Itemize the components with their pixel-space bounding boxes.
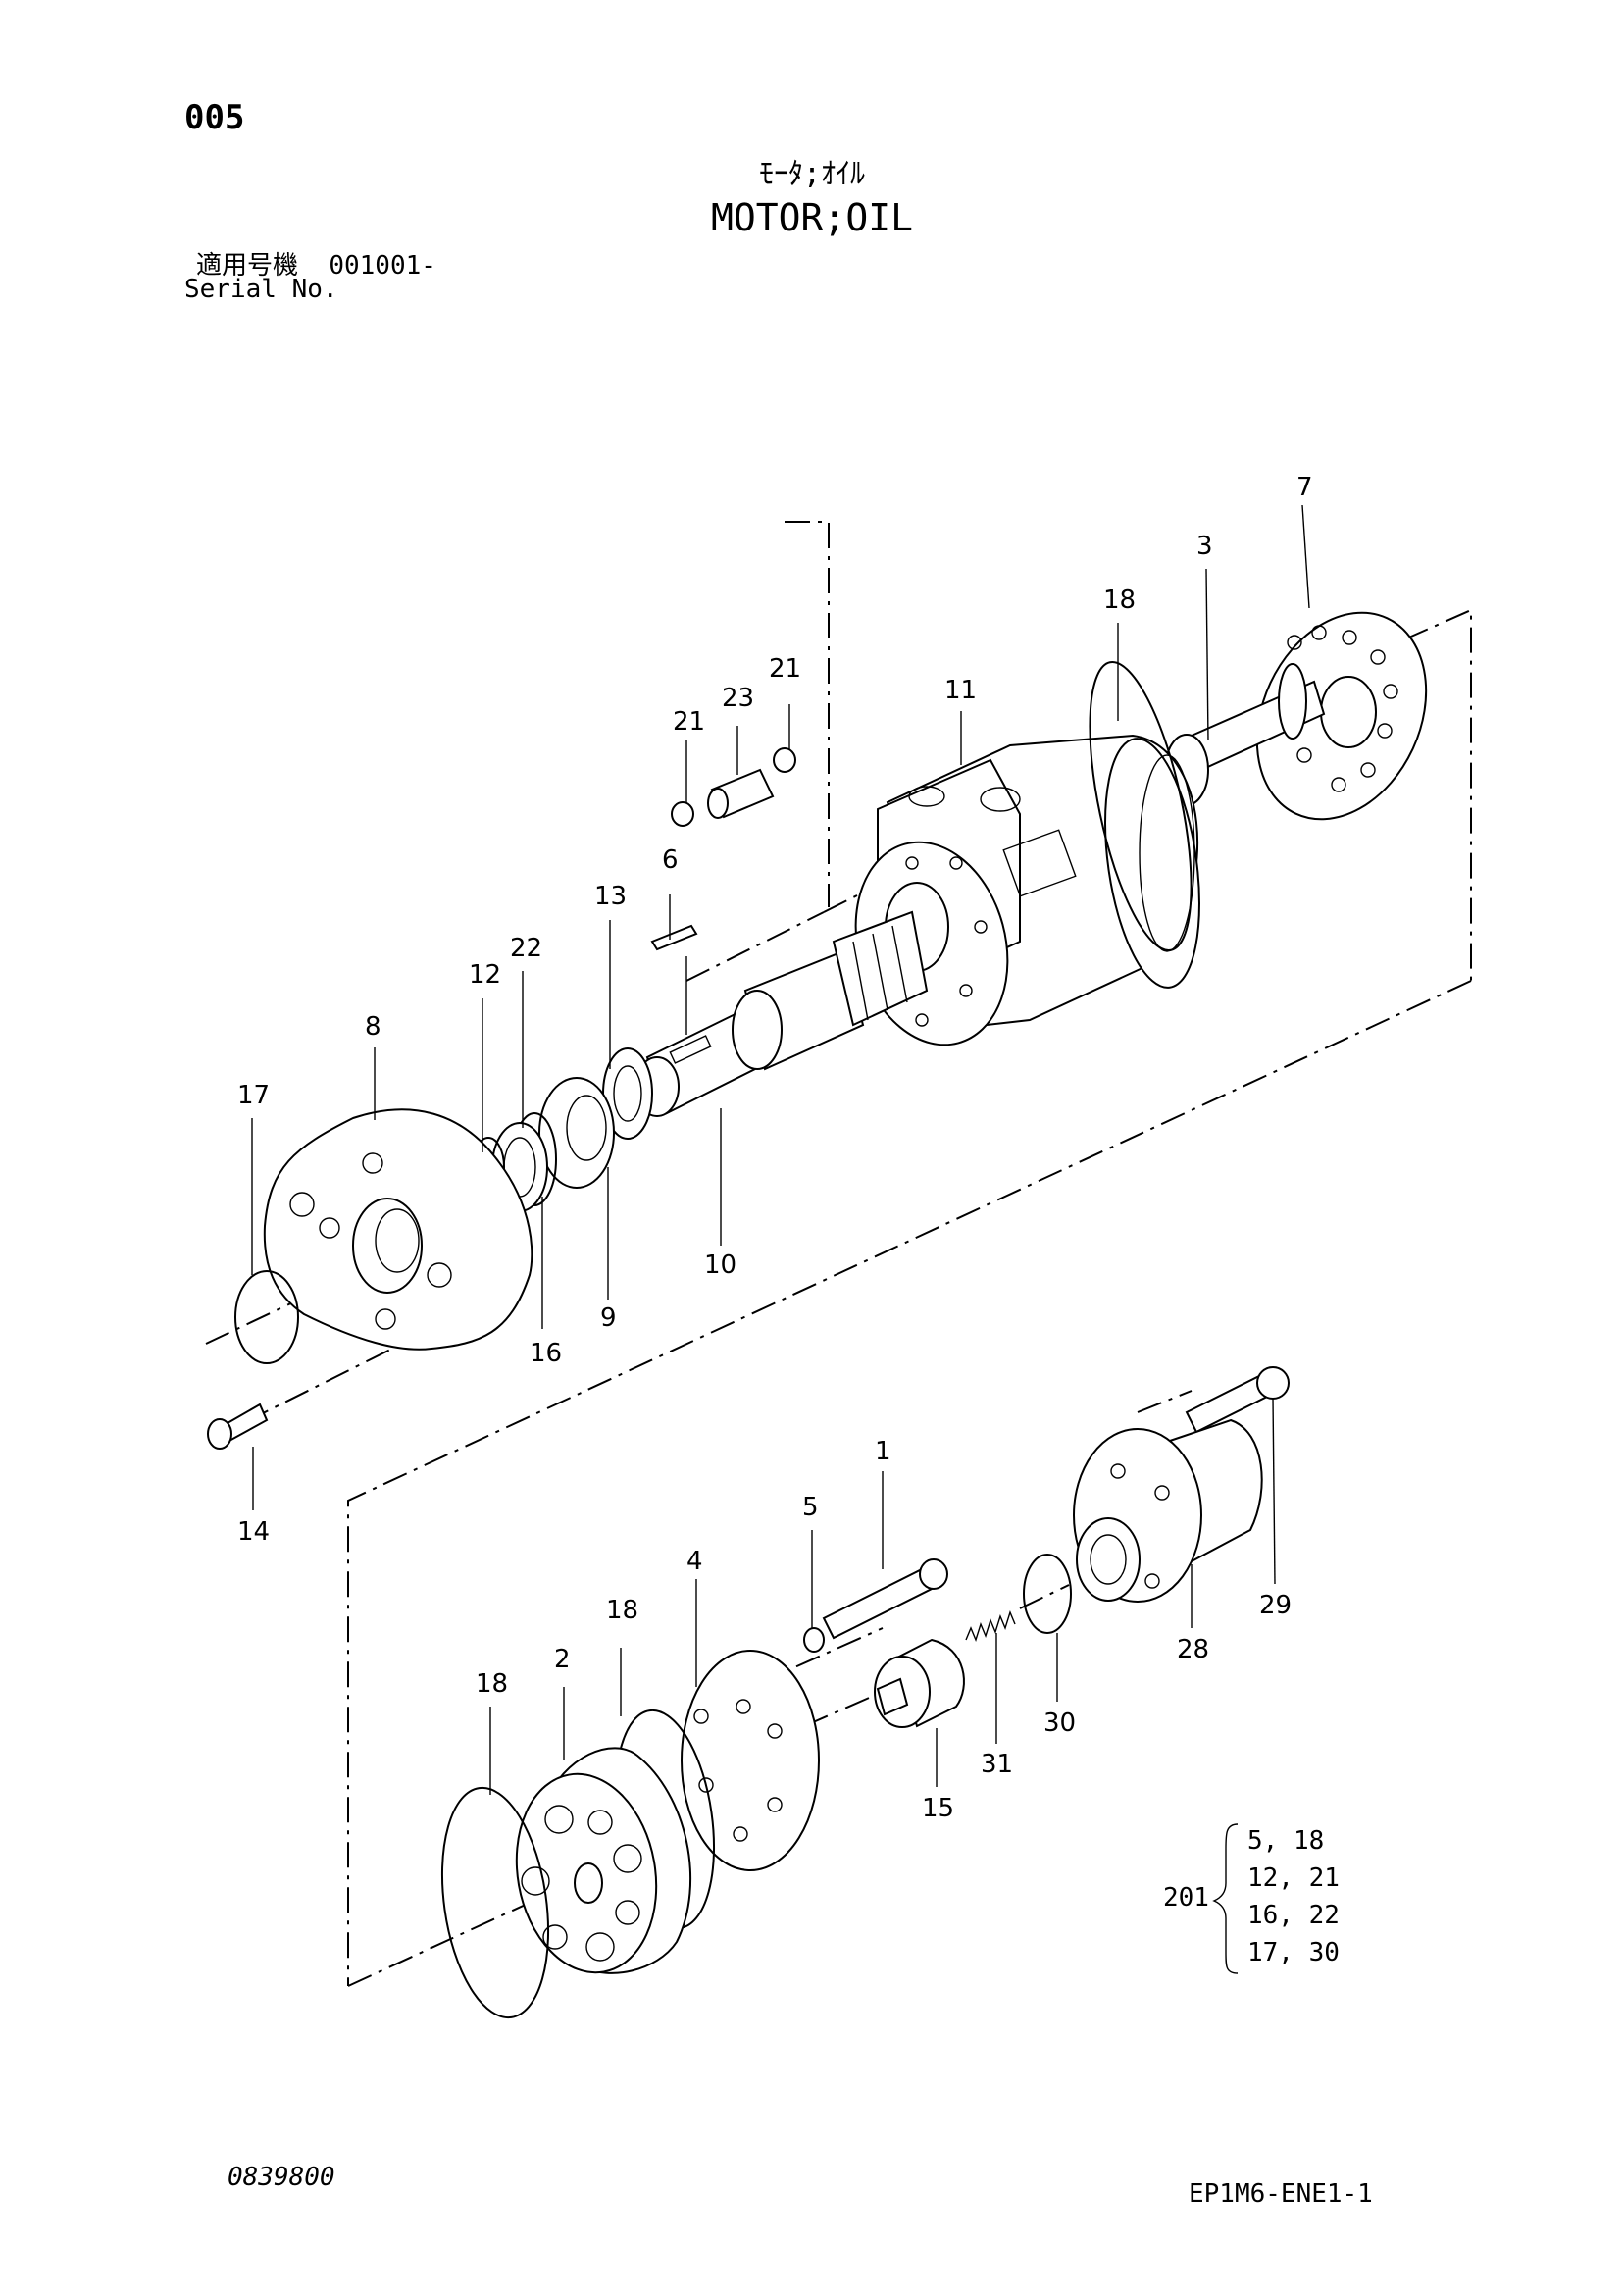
part-18-oring-lower <box>440 1786 550 2019</box>
kit-row-2: 12, 21 <box>1247 1863 1340 1893</box>
drawing-number: 0839800 <box>228 2163 335 2192</box>
part-18-oring-upper <box>1089 661 1193 951</box>
leader-lines <box>251 504 1310 1795</box>
callout-labels: 7 3 18 21 23 21 11 6 13 12 22 8 17 10 9 … <box>237 473 1313 1823</box>
callout-31: 31 <box>981 1750 1013 1779</box>
kit-label: 201 <box>1163 1883 1209 1913</box>
callout-10: 10 <box>704 1250 736 1280</box>
kit-row-4: 17, 30 <box>1247 1938 1340 1967</box>
callout-13: 13 <box>594 882 627 911</box>
callout-6: 6 <box>662 845 679 875</box>
callout-16: 16 <box>530 1339 562 1368</box>
callout-3: 3 <box>1196 532 1213 561</box>
part-13-bearing <box>602 1047 653 1140</box>
callout-22: 22 <box>510 934 542 963</box>
serial-value: 001001- <box>329 251 436 281</box>
part-1-bolt <box>822 1558 948 1640</box>
callout-28: 28 <box>1177 1635 1209 1664</box>
serial-label-en: Serial No. <box>184 275 338 304</box>
callout-18-lower: 18 <box>476 1669 508 1699</box>
callout-4: 4 <box>686 1547 703 1576</box>
callout-12: 12 <box>469 960 501 990</box>
callout-8: 8 <box>365 1012 381 1042</box>
part-21-oring-left <box>671 801 694 827</box>
part-7-plate <box>1255 611 1428 821</box>
part-5-washer <box>803 1627 825 1653</box>
kit-brace <box>1212 1823 1239 1974</box>
callout-9: 9 <box>600 1303 617 1333</box>
part-8-flange <box>263 1108 533 1351</box>
title-english: MOTOR;OIL <box>711 196 913 239</box>
part-28-port <box>1073 1418 1263 1603</box>
part-30-oring <box>1023 1554 1072 1634</box>
part-2-rotor <box>515 1747 692 1974</box>
part-17-oring <box>234 1270 299 1364</box>
part-9-seal <box>538 1077 615 1189</box>
callout-7: 7 <box>1296 473 1313 502</box>
page-number: 005 <box>184 98 245 137</box>
serial-line: 適用号機 001001- <box>196 245 436 281</box>
title-japanese: ﾓｰﾀ;ｵｲﾙ <box>758 157 866 191</box>
callout-30: 30 <box>1043 1709 1076 1738</box>
kit-row-1: 5, 18 <box>1247 1826 1325 1856</box>
part-4-plate <box>681 1650 820 1871</box>
callout-21-left: 21 <box>673 707 705 737</box>
part-14-bolt <box>207 1403 269 1450</box>
part-10-shaft <box>634 910 929 1117</box>
serial-label-jp: 適用号機 <box>196 251 299 281</box>
callout-18-middle: 18 <box>606 1596 638 1625</box>
callout-17: 17 <box>237 1081 270 1110</box>
callout-18-upper: 18 <box>1103 586 1136 615</box>
part-21-oring-right <box>773 747 796 773</box>
callout-15: 15 <box>922 1794 954 1823</box>
part-23-plug <box>707 768 775 819</box>
callout-1: 1 <box>875 1437 891 1466</box>
kit-row-3: 16, 22 <box>1247 1901 1340 1930</box>
part-6-key <box>650 924 698 951</box>
sheet-code: EP1M6-ENE1-1 <box>1189 2179 1373 2209</box>
callout-2: 2 <box>554 1645 571 1674</box>
callout-29: 29 <box>1259 1591 1292 1620</box>
part-31-spring <box>965 1609 1016 1643</box>
part-15-piston <box>874 1638 965 1728</box>
callout-14: 14 <box>237 1517 270 1547</box>
assembly-bracket <box>347 608 1472 1987</box>
callout-23: 23 <box>722 684 754 713</box>
callout-21-right: 21 <box>769 654 801 684</box>
callout-5: 5 <box>802 1493 819 1522</box>
callout-11: 11 <box>944 676 977 705</box>
part-11-housing <box>854 734 1200 1046</box>
